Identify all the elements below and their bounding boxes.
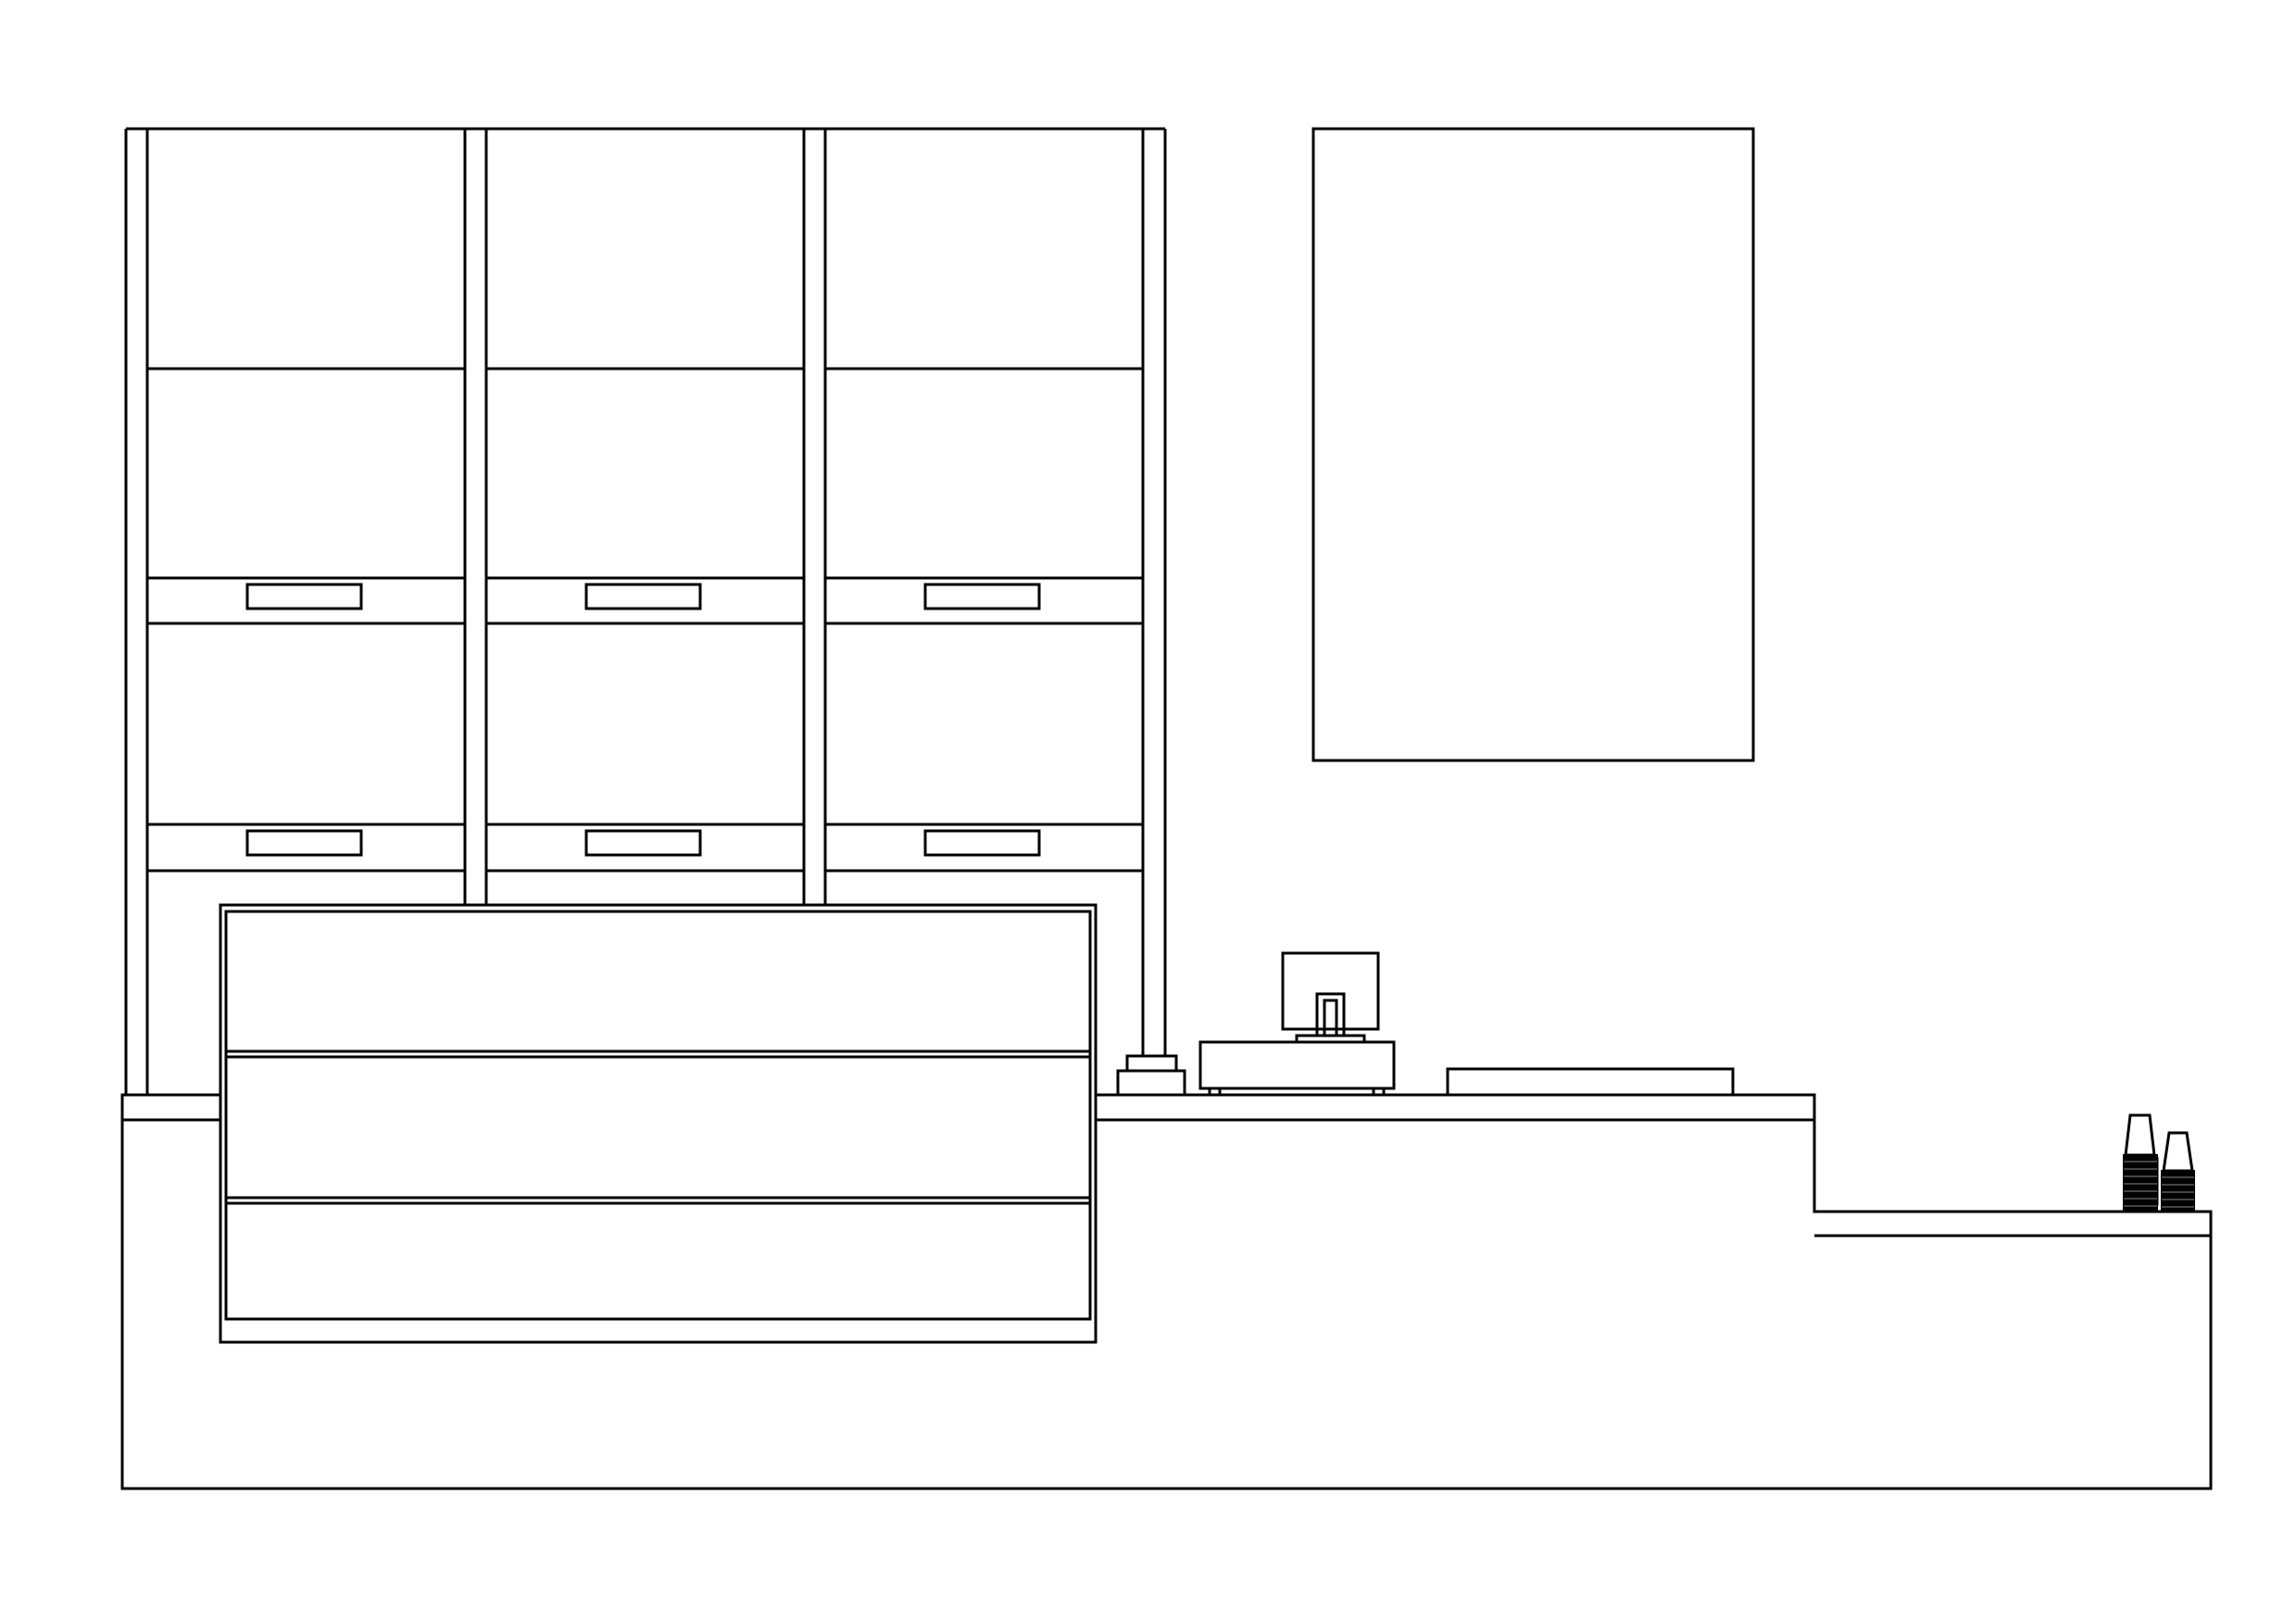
drawer-handle[interactable] bbox=[584, 829, 702, 857]
display-case bbox=[219, 903, 1098, 1344]
drawer-handle[interactable] bbox=[245, 829, 363, 857]
cabinet-shelves bbox=[147, 367, 1143, 873]
drawer-handle[interactable] bbox=[584, 583, 702, 610]
post-foot bbox=[1116, 1054, 1186, 1097]
drawer-handle[interactable] bbox=[923, 583, 1041, 610]
register-base bbox=[1198, 1040, 1396, 1090]
drawer-handles bbox=[245, 583, 1041, 857]
counter-tray bbox=[1446, 1067, 1735, 1097]
wall-cabinet bbox=[124, 127, 1186, 1097]
cash-register[interactable] bbox=[1198, 951, 1396, 1095]
cup-stack-short bbox=[2161, 1131, 2195, 1213]
drawer-handle[interactable] bbox=[923, 829, 1041, 857]
cup-stacks bbox=[2123, 1113, 2195, 1213]
poster-frame bbox=[1311, 127, 1755, 762]
drawer-handle[interactable] bbox=[245, 583, 363, 610]
cup-stack-tall bbox=[2123, 1113, 2159, 1213]
register-monitor bbox=[1281, 951, 1380, 1031]
